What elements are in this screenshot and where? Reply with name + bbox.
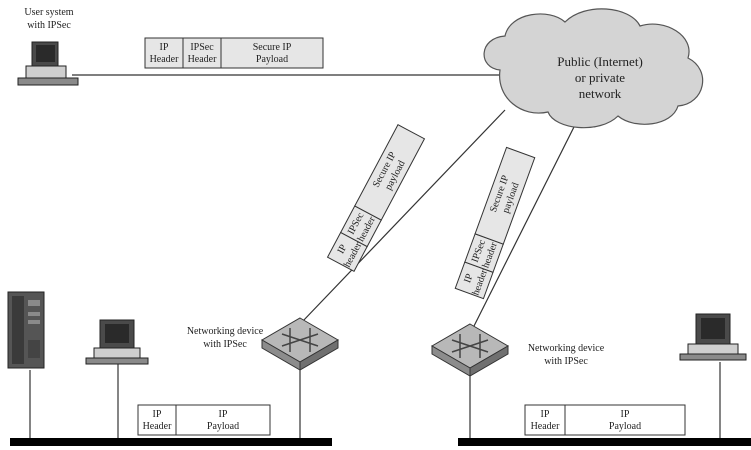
left-lan-bar (10, 438, 332, 446)
right-lan-ip-label-1: IP (541, 409, 550, 420)
right-lan-ip-label-2: Header (531, 421, 561, 432)
top-packet-payload-label-1: Secure IP (253, 42, 292, 53)
top-packet-ip-label-2: Header (150, 54, 180, 65)
user-system-label-line2: with IPSec (27, 20, 71, 31)
user-system-computer-icon (17, 41, 79, 86)
left-lan-payload-label-1: IP (219, 409, 228, 420)
cloud-network: Public (Internet) or private network (483, 8, 704, 129)
cloud-label-line3: network (579, 86, 622, 101)
right-lan-bar (458, 438, 751, 446)
top-packet-payload-label-2: Payload (256, 54, 288, 65)
left-lan-packet: IP Header IP Payload (137, 404, 271, 436)
connection-lines (29, 74, 721, 440)
cloud-label-line1: Public (Internet) (557, 54, 643, 69)
cloud-to-right-router-link (471, 114, 581, 331)
right-tunnel-packet: IP header IPSec header Secure IP payload (454, 146, 536, 300)
left-router-label-line1: Networking device (187, 326, 264, 337)
top-packet-ip-label-1: IP (160, 42, 169, 53)
top-packet-ipsec-label-2: Header (188, 54, 218, 65)
right-router-icon (431, 323, 509, 377)
left-lan-payload-label-2: Payload (207, 421, 239, 432)
cloud-to-left-router-link (301, 109, 506, 323)
top-packet-ipsec-label-1: IPSec (190, 42, 214, 53)
top-packet: IP Header IPSec Header Secure IP Payload (144, 37, 324, 69)
server-tower-icon (7, 291, 45, 369)
right-lan-packet: IP Header IP Payload (524, 404, 686, 436)
left-router-icon (261, 317, 339, 371)
user-system-label-line1: User system (24, 7, 73, 18)
left-router-label-line2: with IPSec (203, 339, 247, 350)
right-lan-payload-label-2: Payload (609, 421, 641, 432)
cloud-shape (483, 8, 704, 129)
left-lan-ip-label-2: Header (143, 421, 173, 432)
left-lan-ip-label-1: IP (153, 409, 162, 420)
right-router-label-line2: with IPSec (544, 356, 588, 367)
left-tunnel-packet: IP header IPSec header Secure IP payload (326, 124, 426, 272)
left-pc-icon (85, 319, 149, 365)
right-tunnel-ip-label-1: IP (462, 272, 476, 285)
right-lan-payload-label-1: IP (621, 409, 630, 420)
right-router-label-line1: Networking device (528, 343, 605, 354)
cloud-label-line2: or private (575, 70, 625, 85)
right-pc-icon (679, 313, 747, 361)
